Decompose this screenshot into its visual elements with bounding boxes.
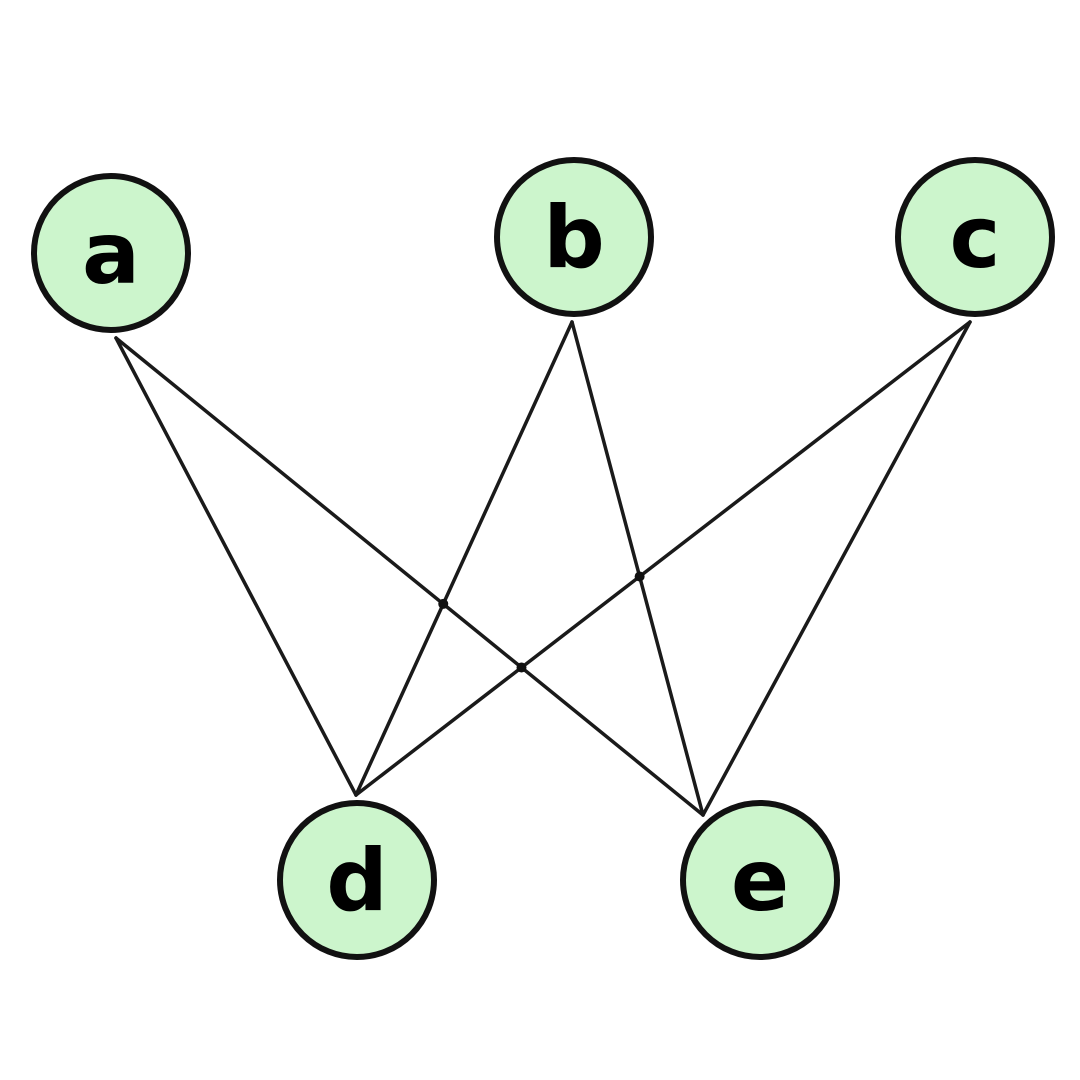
edge-a-e xyxy=(114,336,705,817)
edge-crossing-1 xyxy=(516,662,527,673)
edge-a-d xyxy=(114,336,358,797)
node-d: d xyxy=(277,800,437,960)
crossings-layer xyxy=(438,571,645,673)
node-d-circle xyxy=(277,800,437,960)
node-a: a xyxy=(31,173,191,333)
node-a-circle xyxy=(31,173,191,333)
node-e-circle xyxy=(680,800,840,960)
edges-layer xyxy=(114,320,972,817)
edge-c-e xyxy=(701,320,972,817)
node-b-label: b xyxy=(543,188,605,288)
node-a-label: a xyxy=(82,204,140,304)
node-c: c xyxy=(895,157,1055,317)
edge-crossing-2 xyxy=(634,571,645,582)
node-e: e xyxy=(680,800,840,960)
edge-b-e xyxy=(570,320,705,817)
node-c-label: c xyxy=(950,188,1001,288)
node-c-circle xyxy=(895,157,1055,317)
nodes-layer: a b c d e xyxy=(31,157,1055,960)
node-d-label: d xyxy=(326,831,388,931)
edge-b-d xyxy=(354,320,574,797)
edge-crossing-0 xyxy=(438,598,449,609)
node-b-circle xyxy=(494,157,654,317)
edge-c-d xyxy=(354,320,972,797)
node-e-label: e xyxy=(731,831,789,931)
node-b: b xyxy=(494,157,654,317)
